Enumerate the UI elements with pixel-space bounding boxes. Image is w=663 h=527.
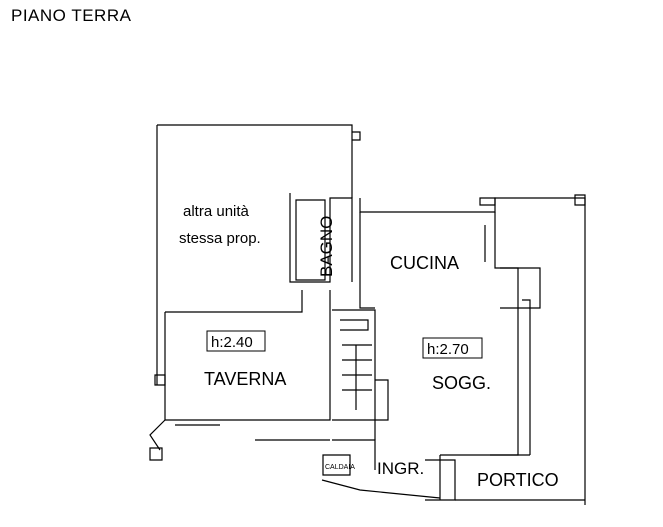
room-label-bagno: BAGNO [317, 216, 336, 277]
room-label-caldaia: CALDAIA [325, 464, 355, 471]
neighbour-label-line2: stessa prop. [179, 230, 261, 247]
neighbour-label-line1: altra unità [183, 203, 250, 220]
height-box-taverna [206, 330, 266, 352]
room-label-cucina: CUCINA [390, 253, 459, 273]
plan-title: PIANO TERRA [11, 6, 132, 25]
room-label-soggiorno: SOGG. [432, 373, 491, 393]
wall-lines [149, 124, 586, 505]
room-label-portico: PORTICO [477, 470, 559, 490]
height-box-soggiorno [422, 337, 483, 359]
height-label-soggiorno: h:2.70 [427, 341, 469, 358]
room-label-taverna: TAVERNA [204, 369, 286, 389]
room-label-ingresso: INGR. [377, 459, 424, 478]
height-label-taverna: h:2.40 [211, 334, 253, 351]
